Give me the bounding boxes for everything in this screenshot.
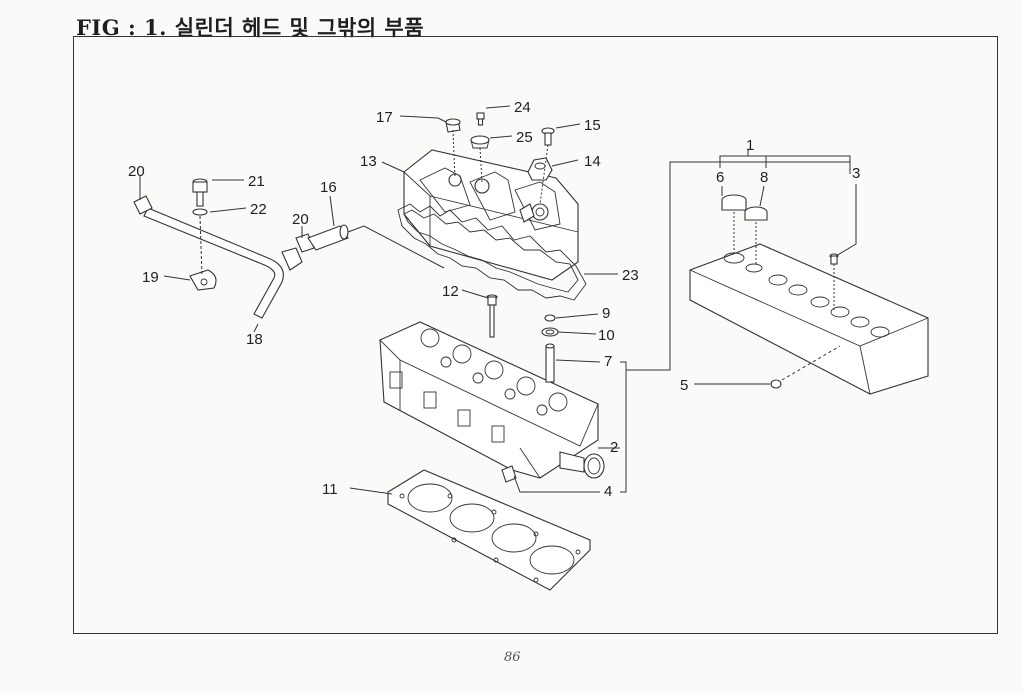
leader-lines bbox=[139, 105, 857, 495]
callout-3: 3 bbox=[852, 165, 860, 182]
callout-17: 17 bbox=[376, 109, 393, 126]
callout-12: 12 bbox=[442, 283, 459, 300]
callout-19: 19 bbox=[142, 269, 159, 286]
diagram-frame bbox=[73, 36, 998, 634]
callout-22: 22 bbox=[250, 201, 267, 218]
callout-20-right: 20 bbox=[292, 211, 309, 228]
page-number: 86 bbox=[504, 650, 521, 665]
rocker-cover-gasket bbox=[397, 203, 587, 301]
callout-18: 18 bbox=[246, 331, 263, 348]
breather-hose-assembly bbox=[133, 178, 349, 319]
callout-10: 10 bbox=[598, 327, 615, 344]
callout-6: 6 bbox=[716, 169, 724, 186]
callout-9: 9 bbox=[602, 305, 610, 322]
callout-11: 11 bbox=[322, 481, 338, 498]
callout-1: 1 bbox=[746, 137, 754, 154]
cylinder-head bbox=[379, 321, 605, 483]
callout-20-left: 20 bbox=[128, 163, 145, 180]
callout-13: 13 bbox=[360, 153, 377, 170]
callout-21: 21 bbox=[248, 173, 265, 190]
head-subassembly bbox=[689, 194, 929, 395]
callout-2: 2 bbox=[610, 439, 618, 456]
callout-8: 8 bbox=[760, 169, 768, 186]
head-bolt bbox=[486, 294, 498, 338]
callout-4: 4 bbox=[604, 483, 612, 500]
valve-guide-parts bbox=[541, 314, 559, 383]
callout-7: 7 bbox=[604, 353, 612, 370]
callout-labels: 1 2 3 4 5 6 7 8 9 10 11 12 13 14 15 16 1… bbox=[128, 99, 860, 500]
callout-24: 24 bbox=[514, 99, 531, 116]
callout-5: 5 bbox=[680, 377, 688, 394]
cover-bolts-and-caps bbox=[445, 112, 555, 181]
figure-title: FIG : 1. 실린더 헤드 및 그밖의 부품 bbox=[76, 15, 425, 40]
callout-14: 14 bbox=[584, 153, 601, 170]
callout-16: 16 bbox=[320, 179, 337, 196]
head-gasket bbox=[387, 469, 591, 591]
callout-15: 15 bbox=[584, 117, 601, 134]
callout-23: 23 bbox=[622, 267, 639, 284]
callout-25: 25 bbox=[516, 129, 533, 146]
rocker-cover bbox=[403, 149, 579, 281]
